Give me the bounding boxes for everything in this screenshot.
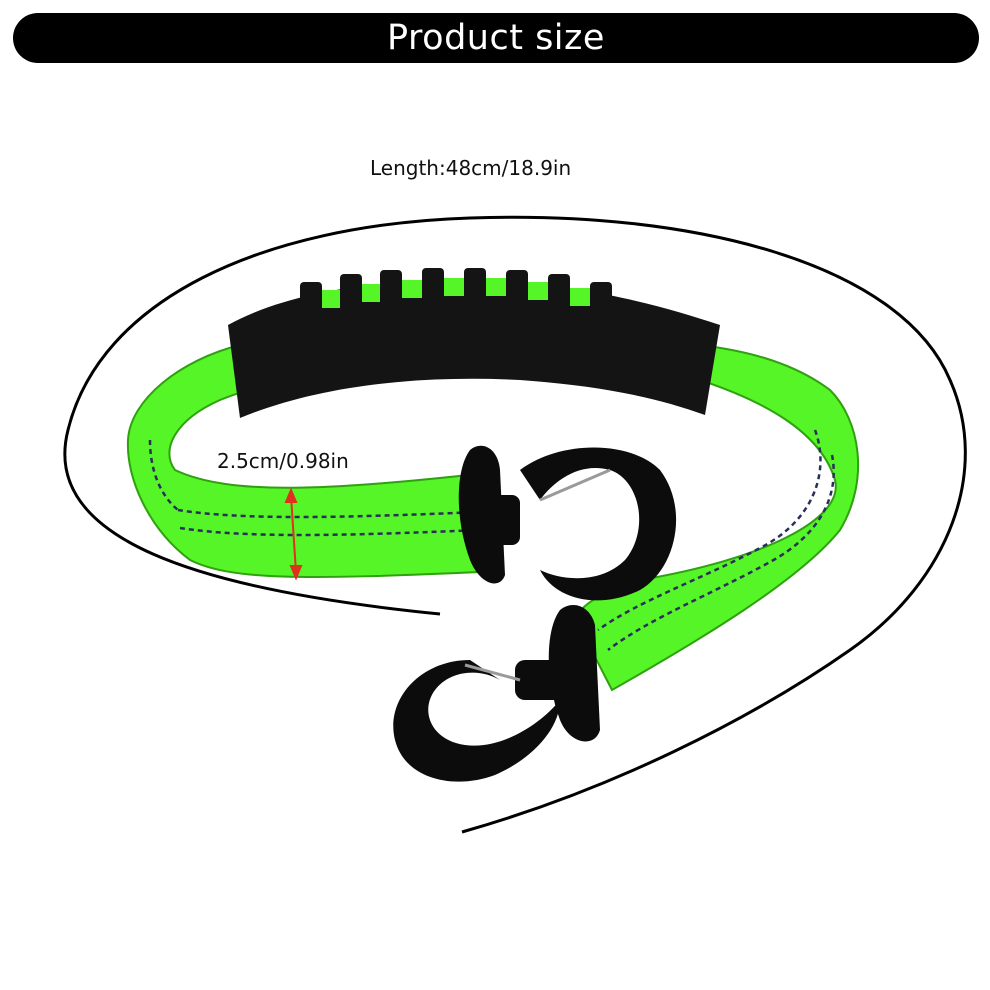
lower-swivel-clip (393, 605, 600, 782)
strap-right-segment (573, 343, 860, 692)
upper-swivel-clip (458, 445, 677, 601)
strap-left-segment (126, 343, 482, 578)
length-measure-curve (63, 215, 967, 834)
handle-grip-ridges (300, 268, 612, 310)
foam-handle (228, 279, 720, 418)
stitch-line (177, 508, 479, 519)
length-dimension-label: Length:48cm/18.9in (370, 156, 572, 180)
title-banner: Product size (13, 13, 979, 63)
page-title: Product size (387, 18, 605, 58)
stitch-line (179, 526, 479, 537)
stitch-line (607, 454, 835, 651)
width-dimension-label: 2.5cm/0.98in (217, 449, 349, 473)
handle-grip-gaps (322, 278, 590, 308)
width-measure-arrow (284, 487, 303, 581)
